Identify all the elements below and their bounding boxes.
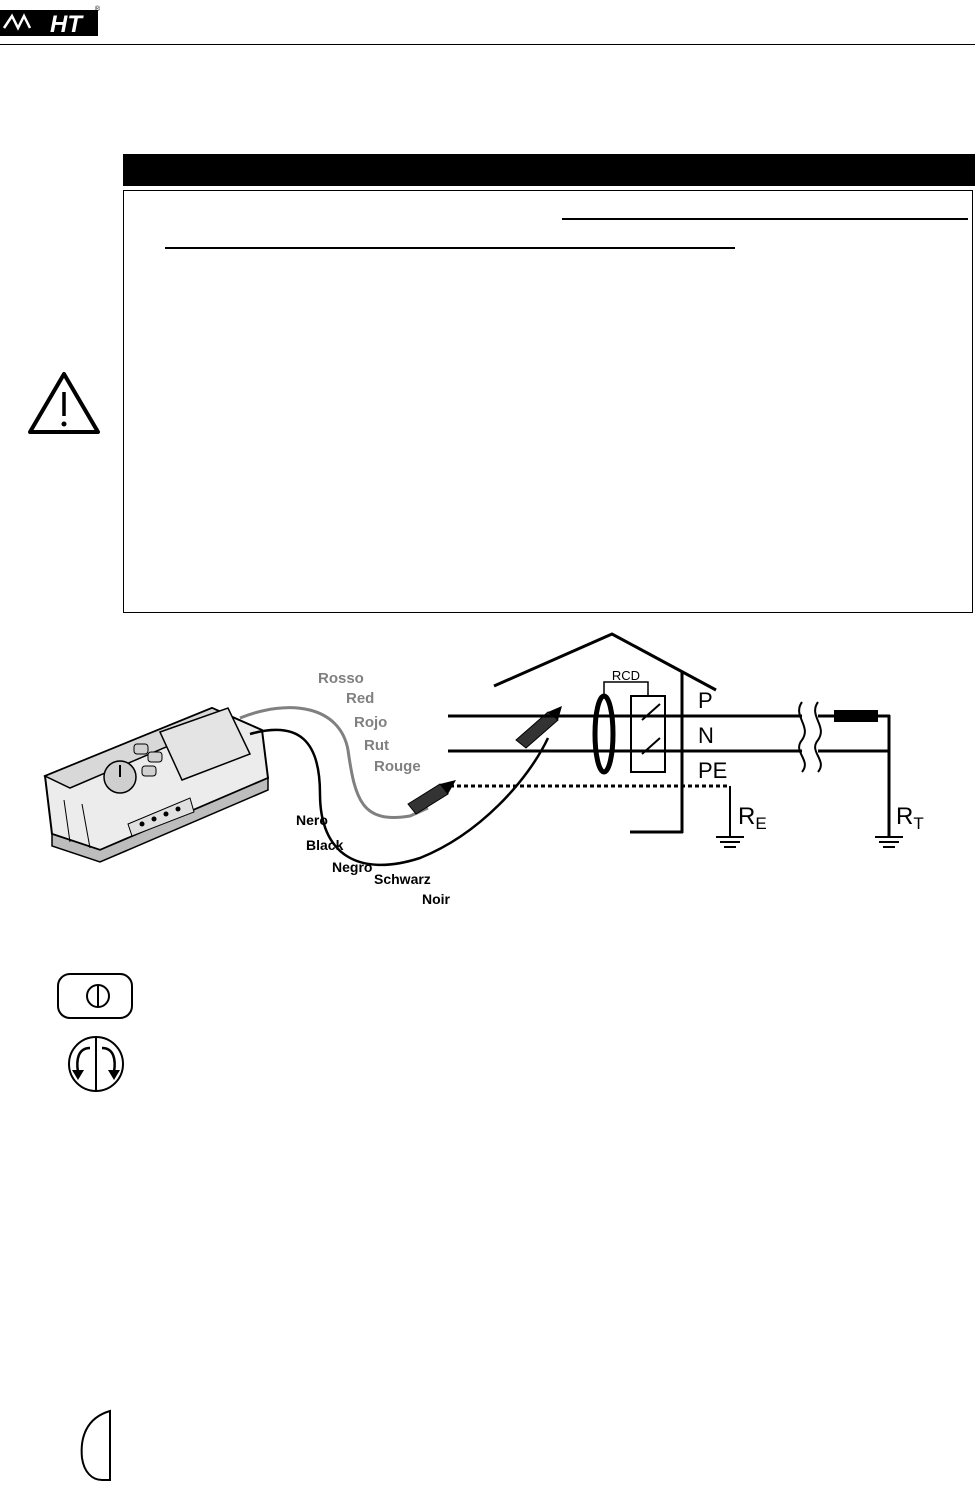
red-test-lead	[239, 706, 429, 819]
power-key-icon	[57, 973, 133, 1019]
ht-logo: HT ®	[0, 5, 101, 38]
black-lead-label: Black	[306, 837, 344, 853]
logo-wave-icon	[2, 13, 32, 31]
half-circle-key-icon	[80, 1409, 111, 1481]
red-lead-label: Rosso	[318, 670, 364, 687]
rcd-label: RCD	[612, 668, 640, 683]
warning-title-bar	[123, 154, 975, 186]
warning-triangle-icon	[28, 372, 100, 434]
red-lead-label: Rojo	[354, 714, 387, 731]
pe-label: PE	[698, 758, 727, 783]
neutral-label: N	[698, 723, 714, 748]
warning-underline-2	[165, 247, 735, 249]
black-test-lead	[249, 728, 550, 867]
earth-symbol-icon	[716, 836, 744, 848]
toroid-icon	[592, 693, 616, 775]
red-lead-label: Red	[346, 690, 374, 707]
rcd-switch-icon	[641, 703, 661, 721]
page-header: HT ®	[0, 0, 975, 46]
black-lead-label: Negro	[332, 859, 372, 875]
warning-box	[123, 190, 973, 613]
red-lead-label: Rut	[364, 737, 389, 754]
earth-symbol-icon	[875, 836, 903, 848]
load-resistor-icon	[834, 710, 878, 722]
phase-label: P	[698, 688, 713, 713]
black-lead-label: Nero	[296, 812, 328, 828]
logo-text: HT	[50, 11, 84, 38]
device-key-icon	[147, 751, 163, 763]
rt-label: RT	[896, 803, 924, 833]
warning-underline-1	[562, 218, 968, 220]
re-label: RE	[738, 803, 767, 833]
red-lead-label: Rouge	[374, 758, 421, 775]
instrument-device	[43, 706, 270, 863]
black-lead-label: Schwarz	[374, 871, 431, 887]
rotate-arrows-key-icon	[68, 1036, 124, 1092]
black-lead-label: Noir	[422, 891, 451, 907]
house-roof	[493, 632, 717, 692]
connection-diagram: RCD P N PE RE RT Rosso Red Rojo Rut Roug…	[43, 632, 924, 907]
line-break-icon	[798, 701, 806, 773]
rcd-device	[630, 695, 666, 773]
device-key-icon	[133, 743, 149, 755]
rcd-switch-icon	[641, 737, 661, 755]
header-rule	[0, 44, 975, 45]
device-key-icon	[141, 765, 157, 777]
logo-registered: ®	[95, 5, 101, 13]
